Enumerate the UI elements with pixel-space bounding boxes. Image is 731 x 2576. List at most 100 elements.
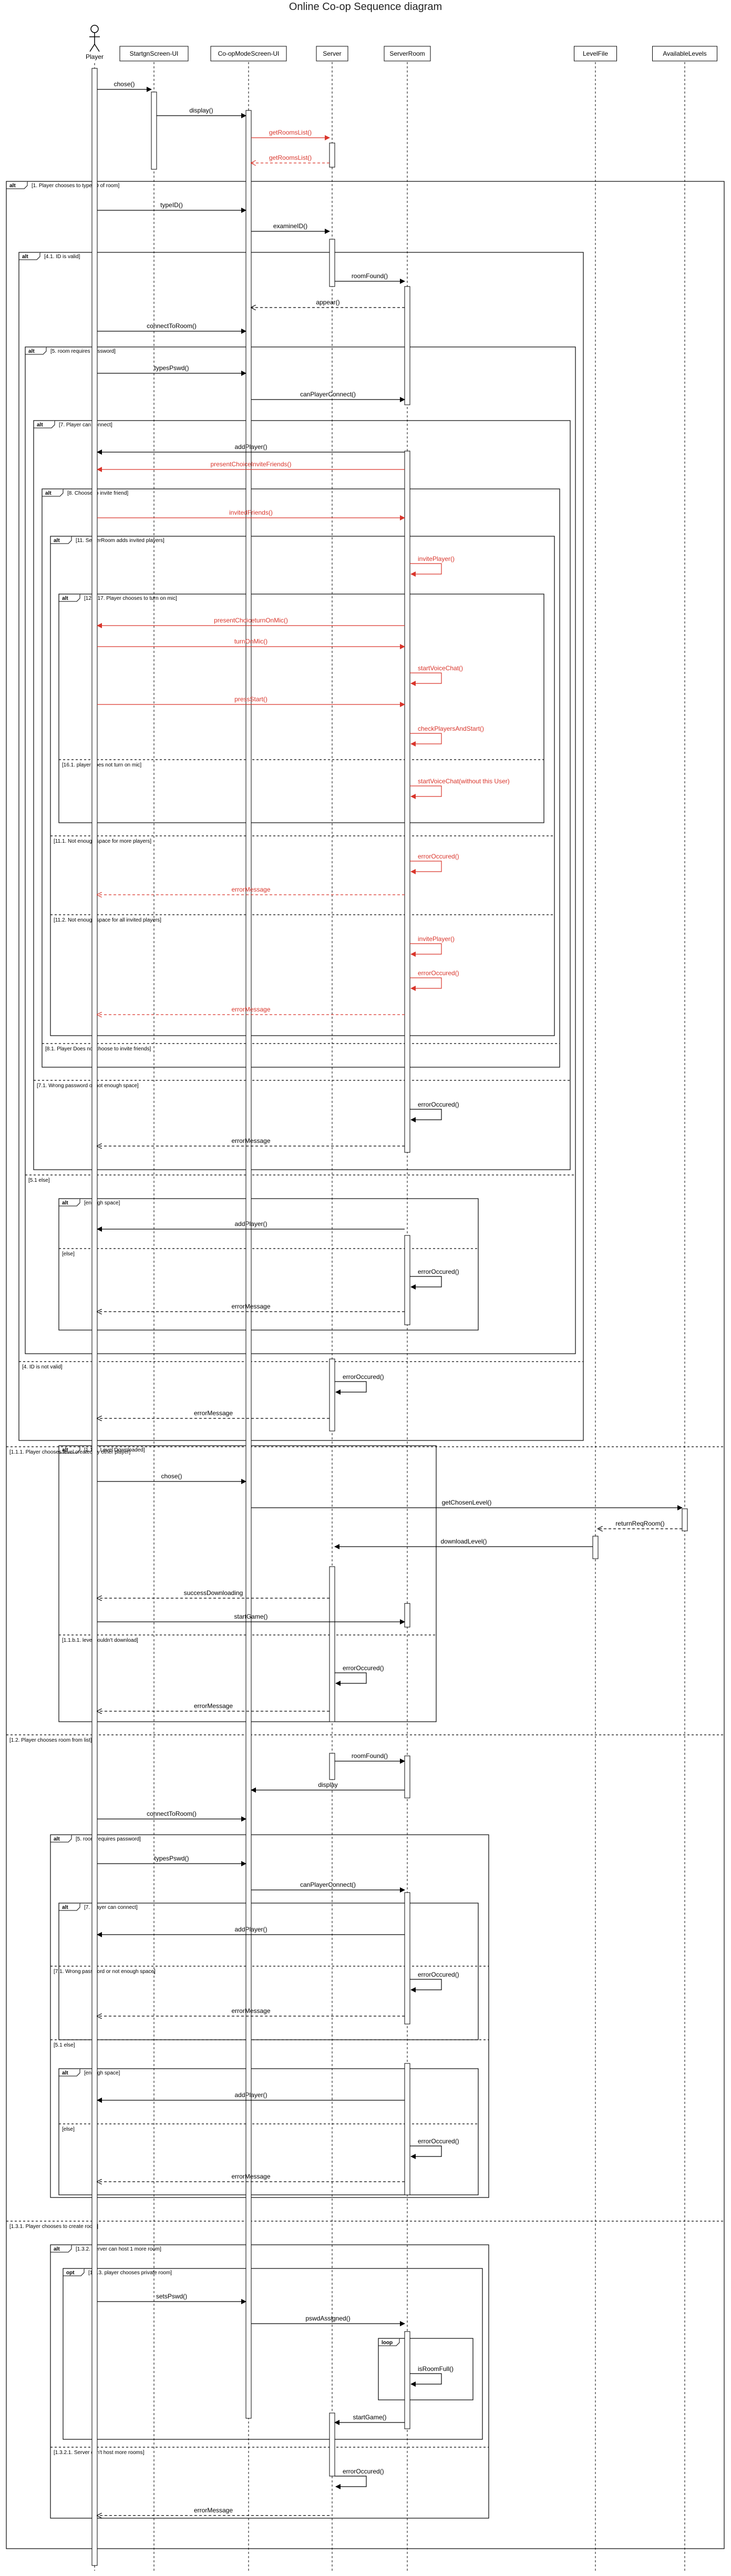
message-label: chose(): [161, 1473, 182, 1480]
message-arrow: roomFound(): [335, 272, 405, 284]
fragment-frame: alt[4.1. ID is valid]: [18, 252, 584, 1441]
message-arrow: canPlayerConnect(): [251, 391, 405, 402]
participant-label: LevelFile: [583, 50, 608, 57]
fragment-frame: alt[7. Player can connect]: [33, 420, 571, 1170]
message-label: errorOccured(): [418, 1101, 459, 1108]
message-arrow: errorOccured(): [410, 2138, 459, 2159]
fragment-border: [6, 181, 725, 2549]
fragment-tab: [59, 1199, 80, 1207]
activation-bar: [404, 1235, 410, 1325]
activation-bar: [682, 1508, 688, 1531]
message-arrow: startGame(): [334, 2414, 405, 2425]
message-label: errorOccured(): [418, 969, 459, 977]
fragment-guard: [1.1.b.1. level couldn't download]: [62, 1638, 138, 1643]
fragment-frame: alt[enough space]: [58, 2068, 479, 2195]
message-arrow: invitePlayer(): [410, 555, 455, 577]
message-label: presentChoiceInviteFriends(): [210, 461, 291, 468]
message-label: appear(): [316, 299, 339, 306]
message-arrow: pressStart(): [97, 696, 405, 707]
fragment-border: [50, 1834, 489, 2198]
message-label: returnReqRoom(): [615, 1520, 664, 1527]
message-label: invitePlayer(): [418, 555, 455, 563]
message-arrow: returnReqRoom(): [598, 1520, 682, 1529]
message-label: turnOnMic(): [234, 638, 267, 645]
message-arrow: isRoomFull(): [410, 2365, 454, 2387]
fragment-else-separator: [1.2. Player chooses room from list]: [6, 1734, 724, 1743]
fragment-else-separator: [11.1. Not enough space for more players…: [50, 835, 554, 844]
message-arrow: appear(): [251, 299, 405, 308]
fragment-else-separator: [8.1. Player Does not choose to invite f…: [42, 1043, 560, 1052]
self-message-line: [335, 2476, 367, 2489]
fragment-operator: alt: [62, 2070, 68, 2076]
activation-bar: [245, 110, 252, 2419]
self-message-line: [410, 861, 442, 874]
message-arrow: errorMessage: [97, 1303, 405, 1312]
fragment-else-separator: [1.3.2.1. Server can't host more rooms]: [50, 2447, 489, 2456]
fragment-operator: alt: [62, 1200, 68, 1206]
message-arrow: errorOccured(): [410, 853, 459, 874]
fragment-border: [50, 2244, 489, 2519]
fragment-guard: [1.3.3. player chooses private room]: [88, 2270, 172, 2276]
fragment-guard: [1.3.2.1. Server can't host more rooms]: [54, 2450, 145, 2456]
message-label: startVoiceChat(without this User): [418, 778, 510, 785]
fragment-border: [58, 1198, 479, 1331]
fragment-guard: [11.2. Not enough space for all invited …: [54, 917, 161, 923]
message-label: checkPlayersAndStart(): [418, 725, 484, 732]
activation-bar: [329, 1358, 335, 1432]
message-label: errorOccured(): [343, 1373, 384, 1381]
fragment-guard: [1. Player chooses to type ID of room]: [32, 183, 120, 189]
message-arrow: errorMessage: [97, 1409, 330, 1418]
message-arrow: successDownloading: [97, 1589, 330, 1598]
fragment-tab: [63, 2268, 85, 2276]
self-message-line: [410, 1979, 442, 1992]
message-arrow: errorMessage: [97, 2507, 330, 2516]
message-label: roomFound(): [352, 1752, 388, 1760]
fragment-else-separator: [5.1 else]: [25, 1174, 575, 1183]
message-label: canPlayerConnect(): [300, 391, 356, 398]
fragment-else-separator: [1.1.b.1. level couldn't download]: [59, 1634, 436, 1643]
message-arrow: addPlayer(): [97, 1220, 405, 1232]
activation-bar: [404, 2331, 410, 2429]
fragment-guard: [7.1. Wrong password or not enough space…: [54, 1969, 156, 1975]
message-arrow: errorMessage: [97, 1006, 405, 1015]
message-arrow: typesPswd(): [97, 1855, 246, 1866]
message-arrow: typeID(): [97, 201, 246, 213]
message-label: startGame(): [353, 2414, 386, 2421]
message-label: roomFound(): [352, 272, 388, 280]
fragment-tab: [34, 421, 55, 428]
fragment-operator: alt: [28, 349, 35, 354]
message-label: addPlayer(): [234, 443, 267, 451]
message-label: connectToRoom(): [147, 1810, 197, 1817]
activation-bar: [151, 91, 157, 170]
message-label: display: [318, 1781, 337, 1788]
message-arrow: errorOccured(): [410, 1101, 459, 1122]
fragment-border: [378, 2338, 473, 2400]
activation-bar: [404, 1603, 410, 1628]
message-label: errorMessage: [194, 1702, 233, 1710]
fragment-guard: [enough space]: [84, 1200, 120, 1206]
fragment-operator: alt: [9, 183, 16, 189]
activation-bar: [404, 286, 410, 405]
fragment-operator: loop: [382, 2340, 393, 2346]
fragment-operator: alt: [54, 2246, 60, 2252]
fragment-operator: opt: [66, 2270, 75, 2276]
self-message-line: [410, 2145, 442, 2159]
fragment-frame: alt [1. Player chooses to type ID of room…: [6, 181, 725, 2549]
self-message-line: [410, 785, 442, 799]
fragment-guard: [8.1. Player Does not choose to invite f…: [45, 1046, 151, 1052]
self-message-line: [335, 1381, 367, 1395]
message-arrow: errorOccured(): [335, 1664, 384, 1686]
activation-bar: [329, 239, 335, 287]
fragment-frame: alt[1.3.2. Server can host 1 more room]: [50, 2244, 489, 2519]
fragment-border: [58, 1903, 479, 2040]
self-message-line: [410, 563, 442, 577]
message-label: errorMessage: [231, 1006, 270, 1013]
fragment-tab: [59, 1446, 80, 1454]
participant-box-avail: [652, 46, 717, 62]
diagram-title: Online Co-op Sequence diagram: [289, 1, 442, 13]
fragment-guard: [1.2. Player chooses room from list]: [9, 1737, 92, 1743]
fragment-guard: [4. ID is not valid]: [22, 1364, 63, 1370]
participant-box-coop: [210, 46, 287, 62]
message-label: errorOccured(): [343, 1664, 384, 1672]
fragment-tab: [50, 1835, 72, 1843]
